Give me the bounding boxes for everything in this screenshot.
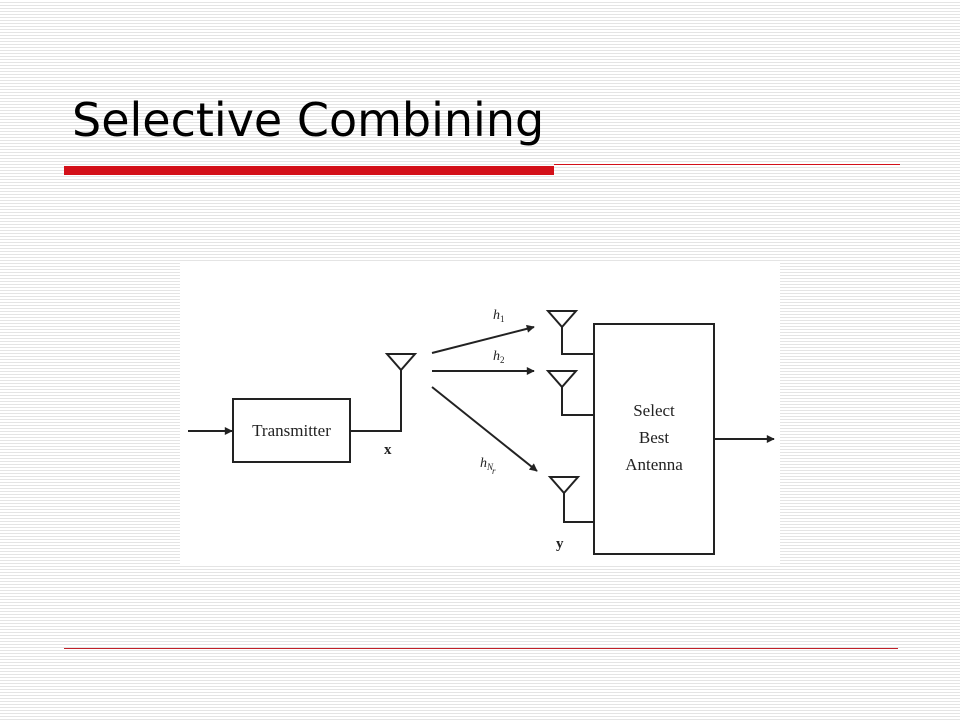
selector-label-line-2: Best bbox=[639, 428, 670, 447]
rx-antenna-icon-2 bbox=[545, 370, 579, 389]
selector-label-line-1: Select bbox=[633, 401, 675, 420]
channel-label-2-base: h bbox=[493, 349, 500, 364]
channel-label-3-sub2: r bbox=[492, 466, 496, 476]
title-accent-bar bbox=[64, 166, 554, 175]
tx-feed-line bbox=[350, 370, 402, 432]
channel-label-1-base: h bbox=[493, 308, 500, 323]
footer-rule bbox=[64, 648, 898, 649]
rx-antenna-icon-1 bbox=[545, 310, 579, 329]
rx-feed-line-1 bbox=[561, 327, 594, 355]
diagram-svg: Transmitter x h1 h2 hNr y Select Best bbox=[188, 308, 775, 555]
channel-label-2-sub: 2 bbox=[500, 355, 505, 365]
selective-combining-diagram: Transmitter x h1 h2 hNr y Select Best bbox=[180, 263, 780, 565]
channel-label-1: h1 bbox=[493, 308, 505, 324]
selector-label-line-3: Antenna bbox=[625, 455, 683, 474]
rx-feed-line-3 bbox=[563, 493, 594, 523]
channel-label-2: h2 bbox=[493, 349, 505, 365]
slide-title: Selective Combining bbox=[72, 93, 545, 147]
rx-signal-label: y bbox=[556, 536, 564, 552]
tx-antenna-icon bbox=[384, 353, 418, 372]
title-underline bbox=[554, 164, 900, 165]
channel-arrow-1 bbox=[431, 324, 535, 354]
channel-label-3-sub: N bbox=[486, 462, 494, 472]
rx-feed-line-2 bbox=[561, 387, 594, 416]
tx-signal-label: x bbox=[384, 442, 392, 458]
transmitter-label: Transmitter bbox=[252, 421, 331, 440]
rx-antenna-icon-3 bbox=[547, 476, 581, 495]
channel-arrow-3 bbox=[431, 386, 538, 472]
channel-label-3-base: h bbox=[480, 456, 487, 471]
channel-label-1-sub: 1 bbox=[500, 314, 505, 324]
channel-label-3: hNr bbox=[480, 456, 496, 476]
